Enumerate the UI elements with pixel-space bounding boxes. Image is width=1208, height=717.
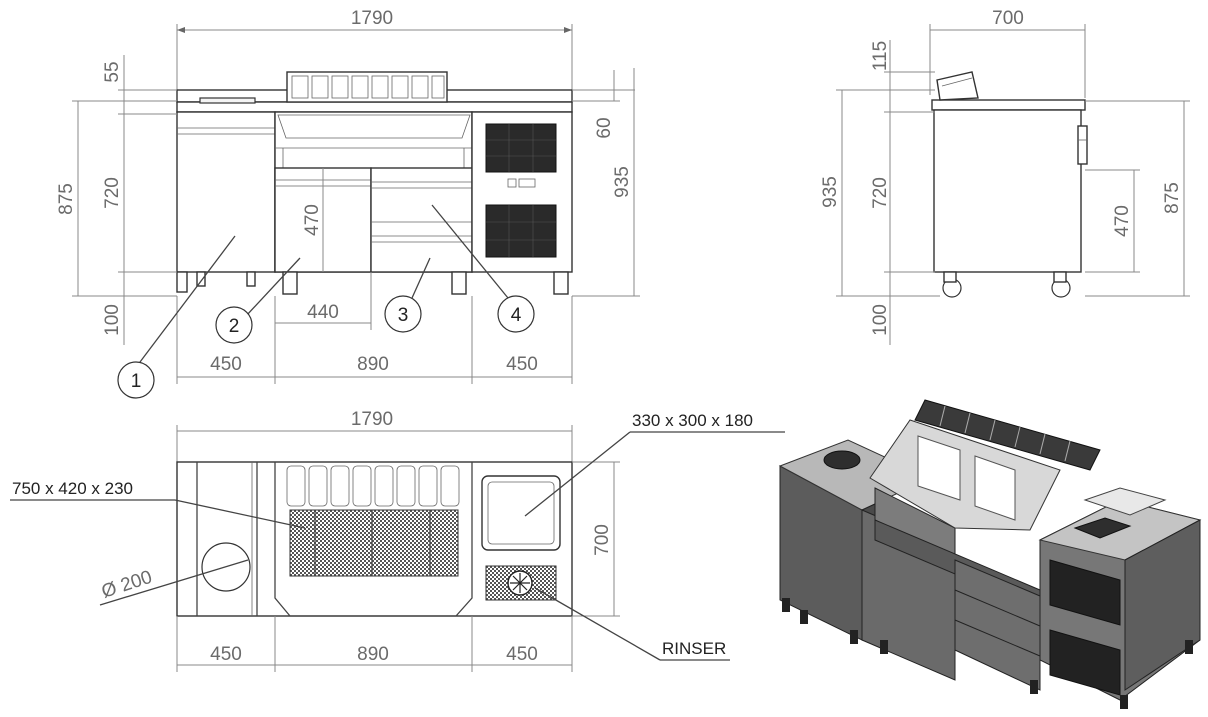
front-pan-tray: [286, 71, 448, 103]
front-legs: [176, 271, 569, 295]
top-basin: [274, 462, 473, 617]
svg-text:1: 1: [131, 371, 142, 392]
dim-450-front-left: 450: [210, 354, 242, 375]
svg-text:2: 2: [229, 316, 240, 337]
dim-55-front: 55: [102, 61, 123, 82]
callout-1: [117, 361, 155, 399]
dim-1790-front: 1790: [351, 8, 393, 29]
front-vent-top: [485, 123, 557, 173]
svg-text:4: 4: [511, 305, 522, 326]
callout-2: [215, 306, 253, 344]
dim-450-top-right: 450: [506, 644, 538, 665]
dim-450-front-right: 450: [506, 354, 538, 375]
dim-470-front: 470: [302, 204, 323, 236]
dim-100-front: 100: [102, 304, 123, 336]
label-rinser: RINSER: [662, 639, 726, 658]
front-vent-bottom: [485, 204, 557, 258]
callout-3: [384, 295, 422, 333]
dim-935-front: 935: [612, 166, 633, 198]
dim-60-front: 60: [594, 117, 615, 138]
dim-890-front: 890: [357, 354, 389, 375]
side-view: 700 935 115 720 100 470 875: [820, 8, 1190, 345]
side-body: [933, 109, 1082, 273]
label-basin: 750 x 420 x 230: [12, 479, 133, 498]
dim-700-top: 700: [592, 524, 613, 556]
front-drawers: [370, 167, 473, 273]
top-sink: [481, 475, 561, 551]
isometric-view: [778, 399, 1202, 709]
dim-1790-top: 1790: [351, 409, 393, 430]
dim-875-side: 875: [1162, 182, 1183, 214]
front-view: 1790: [56, 8, 640, 399]
dim-440-front: 440: [307, 302, 339, 323]
dim-720-front: 720: [102, 177, 123, 209]
dim-890-top: 890: [357, 644, 389, 665]
dim-720-side: 720: [870, 177, 891, 209]
dim-875-front: 875: [56, 183, 77, 215]
label-sink: 330 x 300 x 180: [632, 411, 753, 430]
dim-935-side: 935: [820, 176, 841, 208]
top-view: 1790: [10, 409, 785, 672]
svg-text:3: 3: [398, 305, 409, 326]
side-worktop: [931, 99, 1086, 111]
dim-470-side: 470: [1112, 205, 1133, 237]
dim-115-side: 115: [870, 41, 891, 71]
dim-100-side: 100: [870, 304, 891, 336]
callout-4: [497, 295, 535, 333]
dim-450-top-left: 450: [210, 644, 242, 665]
dim-700-side: 700: [992, 8, 1024, 29]
